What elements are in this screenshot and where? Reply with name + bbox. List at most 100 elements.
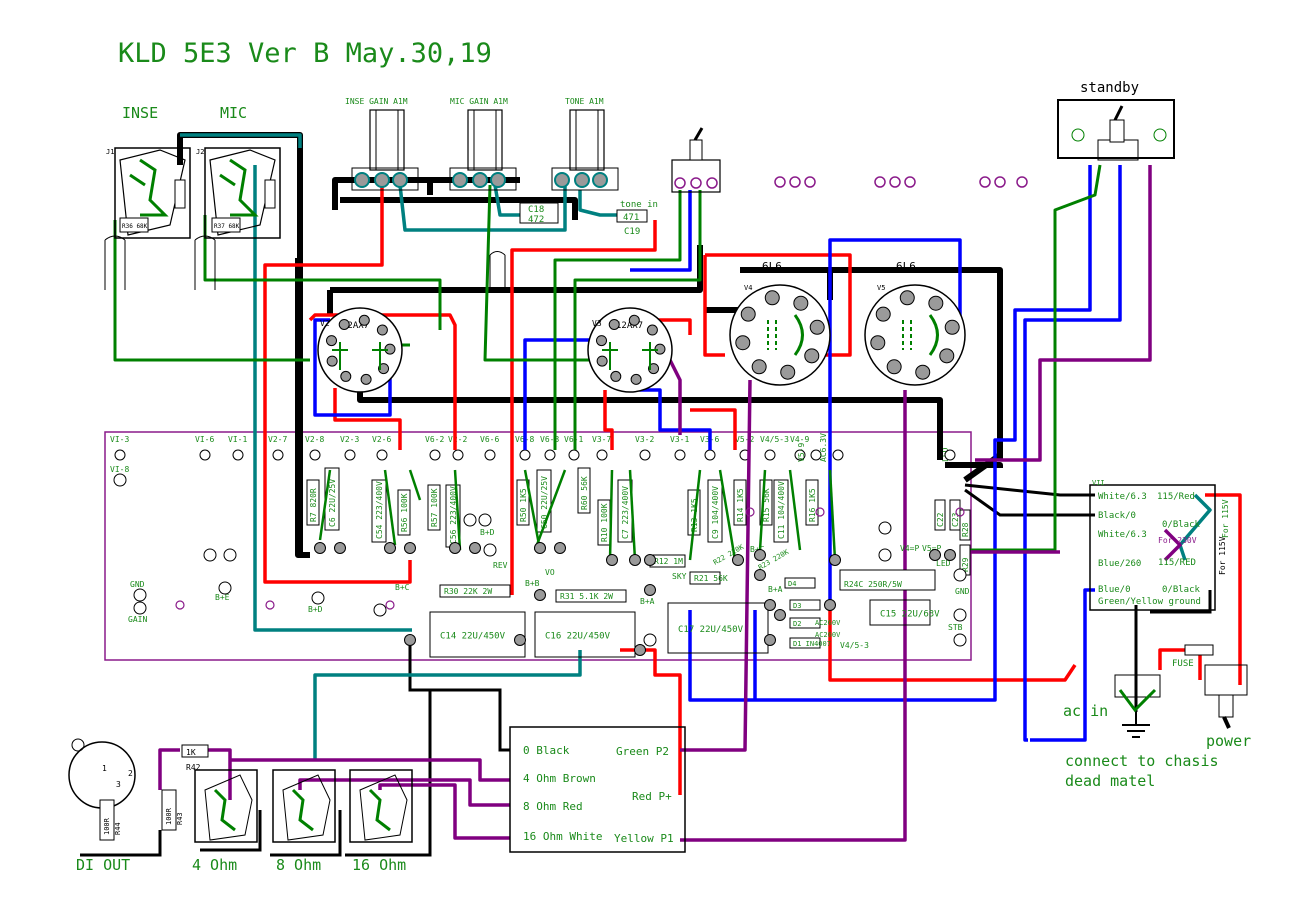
component-c22 [934,499,946,531]
svg-text:VO: VO [545,568,555,577]
board-solder-pad [404,542,416,554]
component-r50 [516,479,530,526]
pot-pin [374,172,390,188]
board-top-label: V4/5-3 [760,435,789,444]
board-misc-labels: VI-8 GND GAIN B+E B+D B+D B+C B+B B+A B+… [110,465,970,650]
mounting-hole [265,600,275,610]
board-solder-pad [334,542,346,554]
svg-text:1K: 1K [186,748,196,757]
board-top-label: V3-1 [670,435,689,444]
pot-pin [354,172,370,188]
board-pad [232,449,244,461]
jack-j1: J1 R36 68K [106,147,191,239]
svg-text:100R: 100R [165,807,173,825]
component-label-r57: R57 100K [430,488,439,527]
tube-pin [630,373,642,385]
board-solder-pad [824,599,836,611]
pot-pins [354,172,608,188]
tube-pin [596,355,608,367]
component-label-r24: R24C 250R/5W [844,580,902,589]
svg-text:B+E: B+E [215,593,230,602]
component-label-c54: C54 223/400V [375,481,384,539]
pot-pin [554,172,570,188]
board-pad [376,449,388,461]
eyelet [690,177,702,189]
board-top-label: V6-2 [425,435,444,444]
board-top-label: V5-9 [797,443,806,462]
svg-text:Green/Yellow ground: Green/Yellow ground [1098,597,1201,607]
tube-pin [628,314,640,326]
svg-text:V2: V2 [320,319,330,328]
board-top-label: VI-6 [195,435,214,444]
board-solder-pad [829,554,841,566]
board-pads [113,473,967,656]
svg-text:Green P2: Green P2 [616,745,669,758]
board-solder-pad [644,554,656,566]
board-pad [519,449,531,461]
svg-text:V5: V5 [877,284,885,292]
tube-pin [886,359,902,375]
svg-text:6L6: 6L6 [896,260,916,273]
inse-label: INSE [122,104,158,122]
board-solder-pad [944,549,956,561]
svg-text:B+B: B+B [525,579,540,588]
pot-pin [472,172,488,188]
svg-text:Yellow P1: Yellow P1 [614,832,674,845]
eyelet [674,177,686,189]
board-solder-pad [629,554,641,566]
component-r14 [733,479,747,526]
mounting-hole [815,507,825,517]
svg-text:472: 472 [528,215,544,225]
board-pad [373,603,387,617]
cap-c18: C18 472 [519,202,559,225]
board-pad [953,608,967,622]
component-label-r31: R31 5.1K 2W [560,592,613,601]
black-wires-thin [80,483,1212,857]
board-pad [203,548,217,562]
board-top-label: V4-9 [790,435,809,444]
pot-pin [452,172,468,188]
svg-text:1: 1 [102,764,107,773]
svg-text:GND: GND [955,587,970,596]
speaker-jack-16ohm [349,769,413,843]
mic-label: MIC [220,104,247,122]
board-pad [544,449,556,461]
svg-text:White/6.3: White/6.3 [1098,530,1147,540]
svg-text:8 Ohm Red: 8 Ohm Red [523,800,583,813]
pot-pin [574,172,590,188]
component-label-c23: C23 [951,512,960,527]
board-pad [478,513,492,527]
cap-c19: 471 C19 tone in [616,200,658,237]
svg-text:B+A: B+A [640,597,655,606]
tube-v4: 6L6 V4 [729,260,831,386]
svg-text:White/6.3: White/6.3 [1098,492,1147,502]
board-solder-pad [754,549,766,561]
board-pad [113,473,127,487]
board-pad [133,588,147,602]
board-pad [484,449,496,461]
tube-pin [735,335,751,351]
component-label-r16: R16 1K5 [808,488,817,522]
svg-text:3: 3 [116,780,121,789]
eyelet [804,176,816,188]
board-pad [953,568,967,582]
board-pad [953,633,967,647]
eyelet-groups [674,176,1028,189]
tube-v5: 6L6 V5 [864,260,966,386]
eyelet [889,176,901,188]
svg-text:Red P+: Red P+ [632,790,672,803]
svg-text:12AX7: 12AX7 [616,321,643,331]
board-pad [463,513,477,527]
component-c14 [429,611,526,658]
board-pad [639,449,651,461]
component-label-r60: R60 56K [580,476,589,510]
speaker-jack-4ohm [194,769,258,843]
component-r30 [439,584,511,598]
main-board-outline [104,431,972,661]
svg-text:REV: REV [493,561,508,570]
speaker-jacks: 4 Ohm 8 Ohm 16 Ohm [192,769,413,874]
component-c9 [707,479,723,543]
svg-text:B+C: B+C [750,545,765,554]
board-pad [568,449,580,461]
